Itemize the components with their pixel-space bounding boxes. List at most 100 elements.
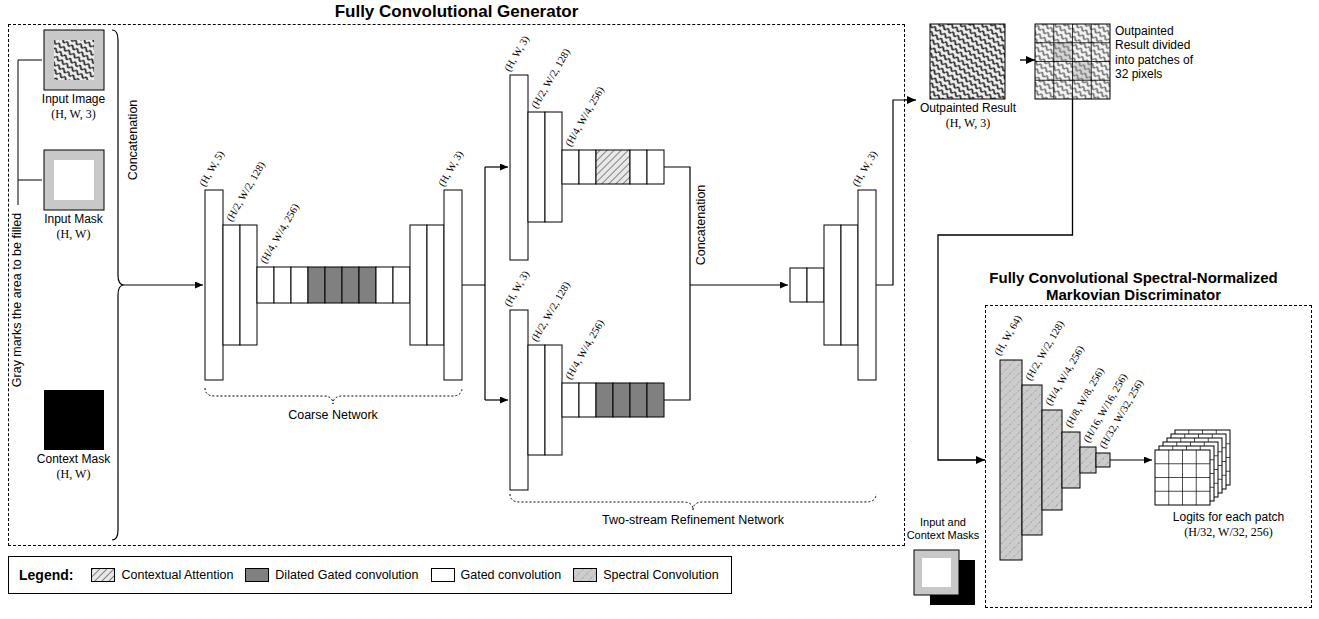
coarse-network-layers: [444, 190, 462, 380]
refinement-bottom-layers: [579, 383, 596, 417]
coarse-network-layers: [274, 267, 291, 303]
coarse-network-layers: [342, 267, 359, 303]
legend-entry: Contextual Attention: [91, 568, 233, 582]
context-mask-picture: [44, 390, 104, 450]
legend-entry: Dilated Gated convolution: [245, 568, 418, 582]
input-image: Input Image(H, W, 3): [34, 30, 114, 122]
legend-box: Legend:Contextual AttentionDilated Gated…: [8, 556, 732, 594]
discriminator-layers: [1022, 385, 1042, 535]
dimension-label: (H/2, W/2, 128): [225, 160, 268, 223]
logits-grids: [1155, 430, 1230, 505]
data-flow-lines: [664, 167, 690, 400]
input-image-picture: [44, 30, 104, 90]
refinement-bottom-layers: [510, 310, 528, 490]
outpainted-result: Outpainted Result(H, W, 3): [916, 24, 1020, 131]
refinement-decoder-layers: [841, 225, 858, 345]
refinement-top-layers: [630, 150, 647, 184]
coarse-network-layers: [223, 225, 240, 345]
dimension-label: (H, W): [34, 227, 114, 242]
operation-label: Concatenation: [695, 185, 709, 266]
flow-arrow: [905, 99, 916, 100]
refinement-decoder-layers: [790, 190, 876, 380]
outpainted-picture: [930, 24, 1005, 99]
patch-grid-picture: [1035, 24, 1110, 99]
section-heading: Fully Convolutional Generator: [9, 2, 904, 22]
dimension-label: (H, W, 64): [993, 313, 1024, 357]
data-flow-lines: [1110, 459, 1152, 460]
discriminator-frame: Fully Convolutional Spectral-Normalized …: [985, 305, 1312, 608]
legend-text: Contextual Attention: [121, 568, 233, 582]
node-label: Logits for each patch: [1150, 510, 1308, 525]
refinement-top-layers: [528, 112, 545, 222]
dimension-label: (H, W, 3): [851, 149, 880, 188]
node-label: Outpainted Result: [916, 101, 1020, 116]
refinement-bottom-layers: [613, 383, 630, 417]
outpainted-picture: [930, 24, 1005, 99]
discriminator-layers: [1000, 360, 1022, 560]
mask-pair: Input and Context Masks: [904, 516, 982, 604]
dimension-label: (H/2, W/2, 128): [530, 47, 573, 110]
logits-stack: Logits for each patch(H/32, W/32, 256): [1150, 428, 1308, 540]
refinement-top-layers: [562, 150, 579, 184]
legend-swatch: [245, 568, 269, 582]
input-mask-picture: [44, 150, 104, 210]
refinement-bottom-layers: [562, 383, 579, 417]
refinement-decoder-layers: [807, 268, 824, 302]
discriminator-layers: [1062, 432, 1080, 488]
data-flow-lines: [690, 284, 788, 285]
discriminator-layers: [1080, 447, 1096, 473]
coarse-network-layers: [308, 267, 325, 303]
discriminator-layers: [1042, 410, 1062, 510]
dimension-label: (H, W, 3): [916, 116, 1020, 131]
data-flow-lines: [124, 284, 203, 285]
input-image-picture: [54, 40, 94, 80]
discriminator-layers: [1096, 453, 1110, 467]
node-label: Input and Context Masks: [904, 516, 982, 542]
legend-pattern: [574, 569, 596, 581]
concatenation-brace: [112, 30, 124, 540]
coarse-network-layers: [205, 190, 223, 380]
refinement-top-layers: [545, 112, 562, 222]
input-image-picture: [44, 30, 104, 90]
refinement-top-layers: [510, 75, 528, 260]
patch-grid-picture: [1035, 24, 1110, 99]
input-mask: Input Mask(H, W): [34, 150, 114, 242]
refinement-bottom-layers: [630, 383, 647, 417]
section-brackets: [205, 388, 462, 404]
legend-entry: Spectral Convolution: [573, 568, 718, 582]
mask-pair-picture: [914, 550, 975, 605]
data-flow-lines: [485, 166, 508, 167]
data-flow-lines: [876, 100, 905, 285]
patch-grid-picture: [1073, 62, 1092, 81]
dimension-label: (H/4, W/4, 256): [564, 85, 607, 148]
gray-marks-leader: [18, 60, 42, 205]
coarse-network-layers: [427, 225, 444, 345]
input-mask-picture: [44, 150, 104, 210]
logits-grids: [1155, 450, 1210, 505]
coarse-network-layers: [325, 267, 342, 303]
node-label: Context Mask: [34, 452, 114, 467]
patch-grid-picture: [1054, 43, 1073, 62]
dimension-label: (H, W, 5): [198, 149, 227, 188]
coarse-network-layers: [240, 225, 257, 345]
dimension-label: (H, W, 3): [503, 34, 532, 73]
refinement-decoder-layers: [858, 190, 876, 380]
coarse-network-layers: [410, 225, 427, 345]
section-brackets: [510, 494, 876, 510]
dimension-label: (H, W): [34, 467, 114, 482]
flow-arrow: [1020, 59, 1035, 60]
legend-swatch: [573, 568, 597, 582]
refinement-bottom-layers: [647, 383, 664, 417]
mask-pair-picture: [922, 558, 951, 587]
context-mask-picture: [44, 390, 104, 450]
legend-swatch: [431, 568, 455, 582]
legend-text: Gated convolution: [461, 568, 562, 582]
refinement-bottom-layers: [528, 345, 545, 455]
legend-text: Spectral Convolution: [603, 568, 718, 582]
coarse-network-layers: [257, 267, 274, 303]
refinement-bottom-layers: [596, 383, 613, 417]
concatenation-brace: [112, 30, 124, 540]
context-mask: Context Mask(H, W): [34, 390, 114, 482]
section-heading: Fully Convolutional Spectral-Normalized …: [956, 269, 1311, 304]
operation-label: Concatenation: [127, 100, 141, 181]
